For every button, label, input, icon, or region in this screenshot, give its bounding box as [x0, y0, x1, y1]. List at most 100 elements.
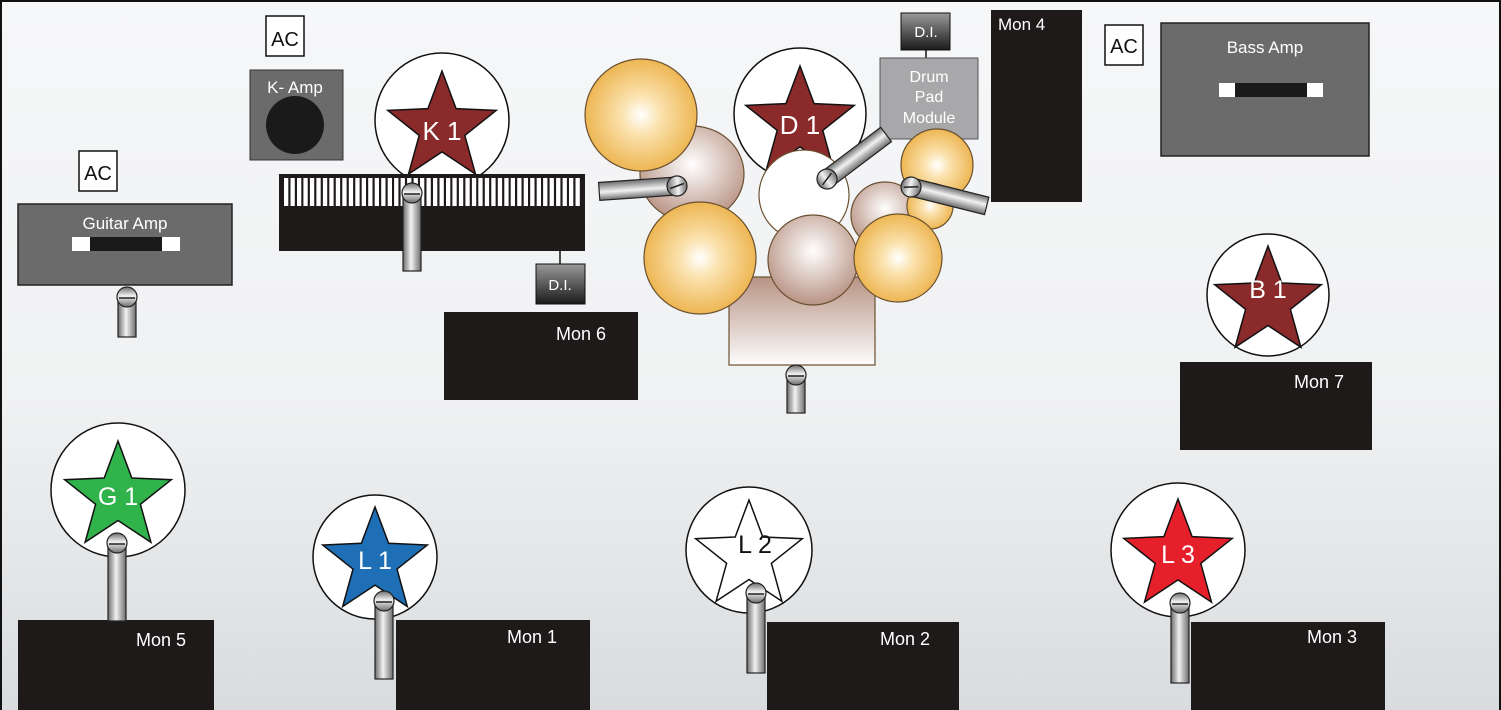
performer-label: G 1: [98, 483, 138, 511]
microphone-head: [401, 182, 423, 204]
performer-b1: B 1: [1206, 233, 1330, 357]
microphone-icon: [597, 175, 688, 202]
microphone-head: [745, 582, 767, 604]
bass-amp-label: Bass Amp: [1227, 38, 1304, 57]
keyboard-key: [316, 178, 321, 206]
monitor-label: Mon 3: [1307, 627, 1357, 647]
performer-g1: G 1: [50, 422, 186, 558]
crash-cymbal: [584, 58, 698, 172]
guitar-amp: Guitar Amp: [17, 203, 233, 286]
keyboard-key: [426, 178, 431, 206]
microphone-body: [402, 192, 422, 272]
keyboard: [279, 174, 585, 251]
monitor-label: Mon 6: [556, 324, 606, 344]
monitor-5: Mon 5: [18, 620, 214, 710]
monitor-1: Mon 1: [396, 620, 590, 710]
monitor-label: Mon 2: [880, 629, 930, 649]
microphone-icon: [106, 532, 128, 622]
keyboard-key: [439, 178, 444, 206]
monitor-2: Mon 2: [767, 622, 959, 710]
star-icon: [385, 68, 499, 176]
china-cymbal: [853, 213, 943, 303]
star-icon: [1121, 496, 1235, 604]
keyboard-key: [471, 178, 477, 206]
star-icon: [1212, 243, 1324, 350]
ac-label: AC: [84, 163, 112, 185]
guitar-amp-label: Guitar Amp: [82, 214, 167, 233]
drum-pad-module-label: Drum: [909, 69, 948, 86]
keyboard-key: [497, 178, 503, 206]
microphone-body: [1170, 602, 1190, 684]
performer-label: D 1: [780, 110, 820, 140]
keyboard-key: [504, 178, 509, 206]
microphone-icon: [1169, 592, 1191, 684]
keyboard-key: [478, 178, 483, 206]
microphone-head: [785, 364, 807, 386]
ac-label: AC: [271, 29, 299, 51]
keyboard-key: [433, 178, 438, 206]
star-icon: [62, 438, 174, 545]
drum-pad-module: Drum Pad Module: [879, 57, 979, 140]
keyboard-key: [297, 178, 302, 206]
keyboard-key: [556, 178, 561, 206]
keyboard-key: [484, 178, 490, 206]
performer-l3: L 3: [1110, 482, 1246, 618]
microphone-icon: [116, 286, 138, 338]
microphone-head: [1169, 592, 1191, 614]
keyboard-key: [452, 178, 457, 206]
keyboard-key: [361, 178, 366, 206]
ride-cymbal: [643, 201, 757, 315]
keyboard-key: [575, 178, 580, 206]
ac-outlet-guitar: AC: [78, 150, 118, 192]
microphone-head: [106, 532, 128, 554]
keyboard-key: [368, 178, 373, 206]
keyboard-key: [549, 178, 554, 206]
keyboard-key: [348, 178, 354, 206]
monitor-label: Mon 1: [507, 627, 557, 647]
microphone-body: [107, 542, 127, 622]
keyboard-key: [465, 178, 470, 206]
performer-l2: L 2: [685, 486, 813, 614]
keyboard-key: [569, 178, 574, 206]
microphone-head: [116, 286, 138, 308]
microphone-icon: [401, 182, 423, 272]
star-icon: [743, 63, 857, 171]
monitor-4: Mon 4: [991, 10, 1082, 202]
microphone-icon: [785, 364, 807, 414]
ac-outlet-keys: AC: [265, 15, 305, 57]
star-icon: [693, 497, 805, 604]
microphone-body: [374, 600, 394, 680]
keyboard-key: [523, 178, 528, 206]
keyboard-key: [303, 178, 308, 206]
keyboard-key: [309, 178, 315, 206]
microphones: [106, 182, 1191, 684]
keyboard-key: [335, 178, 341, 206]
performer-label: L 1: [358, 547, 392, 575]
keyboard-key: [290, 178, 295, 206]
di-box-keys: D.I.: [535, 263, 586, 305]
monitor-label: Mon 7: [1294, 372, 1344, 392]
tom-drum: [767, 214, 859, 306]
keyboard-key: [284, 178, 289, 206]
keyboard-key: [329, 178, 334, 206]
bass-amp: Bass Amp: [1160, 22, 1370, 157]
drum-pad-module-label: Pad: [915, 89, 943, 106]
keyboard-key: [355, 178, 360, 206]
performer-label: L 2: [738, 531, 772, 559]
drum-kit: D 1: [584, 47, 974, 366]
ac-outlet-bass: AC: [1104, 24, 1144, 66]
keyboard-key: [374, 178, 379, 206]
keyboard-key: [387, 178, 392, 206]
keyboard-amp-label: K- Amp: [267, 78, 323, 97]
keyboard-key: [458, 178, 464, 206]
ac-label: AC: [1110, 36, 1138, 58]
monitor-6: Mon 6: [444, 312, 638, 400]
microphone-icon: [373, 590, 395, 680]
keyboard-key: [381, 178, 386, 206]
keyboard-key: [536, 178, 541, 206]
keyboard-key: [322, 178, 328, 206]
monitor-7: Mon 7: [1180, 362, 1372, 450]
keyboard-key: [510, 178, 515, 206]
drum-pad-module-label: Module: [903, 110, 956, 127]
